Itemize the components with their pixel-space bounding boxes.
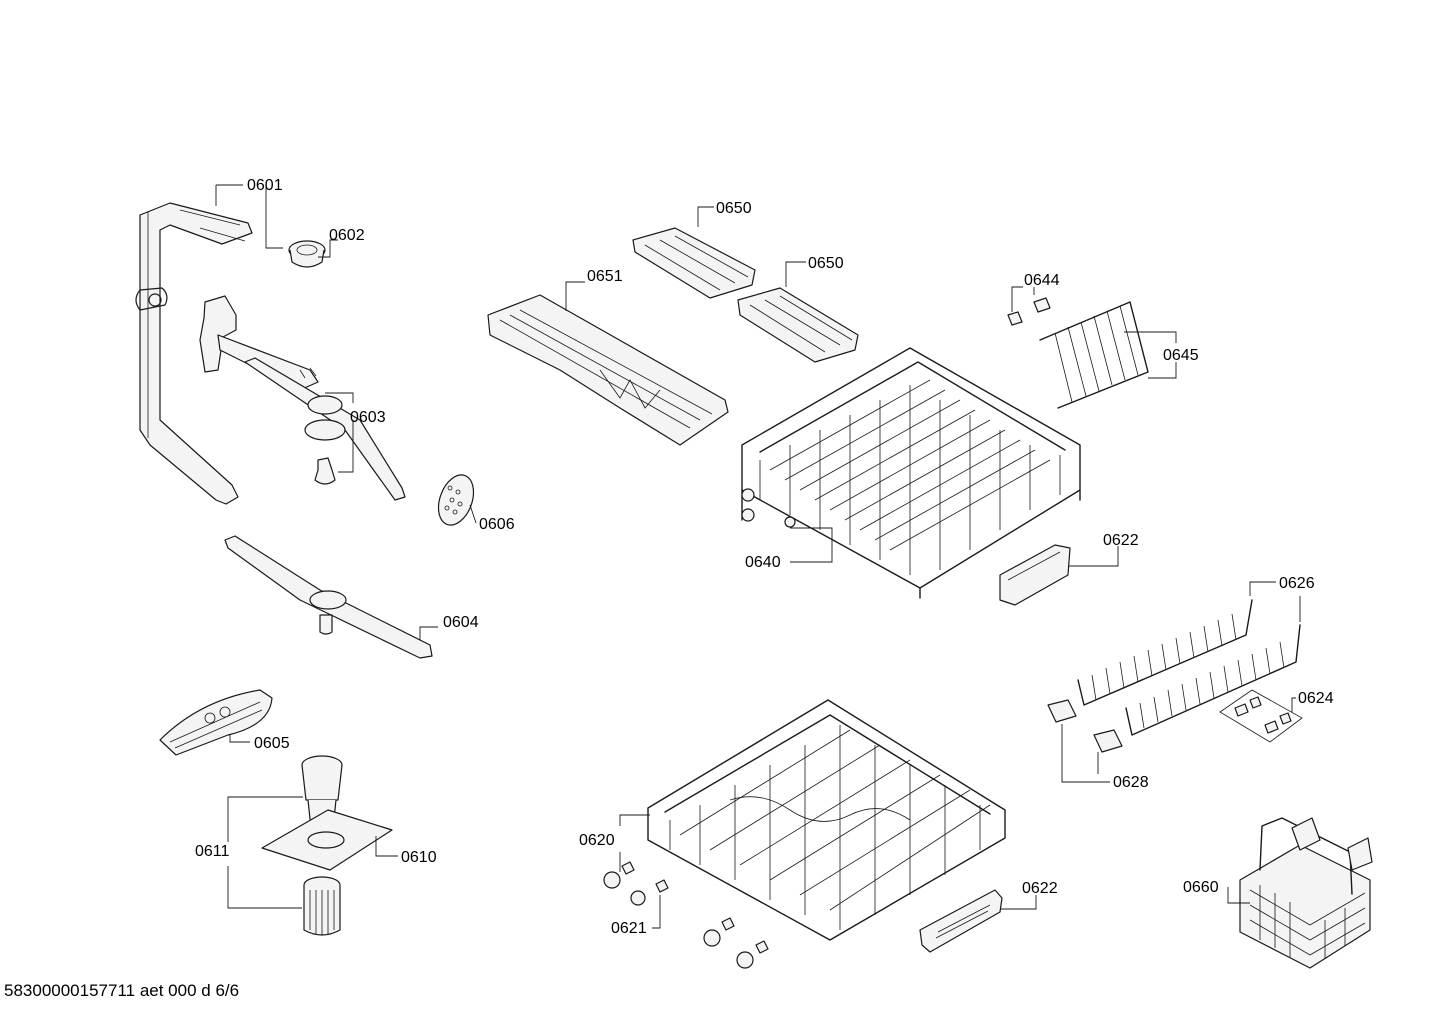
- callout-0622-a: 0622: [1068, 532, 1139, 567]
- callout-0660: 0660: [1183, 879, 1250, 904]
- document-id-footer: 58300000157711 aet 000 d 6/6: [4, 981, 240, 1000]
- callout-label-0606: 0606: [479, 516, 515, 533]
- callout-0624: 0624: [1291, 690, 1334, 712]
- callout-0640: 0640: [745, 527, 833, 571]
- upper-spray-arm: [199, 295, 406, 501]
- cup-shelf: [1039, 301, 1149, 409]
- callout-0651: 0651: [565, 268, 623, 311]
- basket-handle-upper: [999, 544, 1071, 606]
- callout-label-0651: 0651: [587, 268, 623, 285]
- rack-holders: [1047, 699, 1123, 753]
- callout-label-0626: 0626: [1279, 575, 1315, 592]
- cutlery-insert-1: [632, 227, 756, 299]
- callout-0603: 0603: [325, 392, 386, 473]
- folding-plate-racks: [1077, 599, 1301, 736]
- upper-basket: [741, 347, 1081, 599]
- callout-0626: 0626: [1249, 575, 1315, 622]
- callout-label-0628: 0628: [1113, 774, 1149, 791]
- callout-0620: 0620: [579, 814, 650, 872]
- callout-label-0621: 0621: [611, 920, 647, 937]
- cutlery-insert-2: [737, 287, 859, 363]
- cutlery-tray: [487, 294, 729, 446]
- callout-0602: 0602: [318, 227, 365, 258]
- callout-0601: 0601: [215, 177, 283, 249]
- basket-wheels: [603, 861, 769, 969]
- cutlery-basket: [1239, 817, 1373, 969]
- callout-label-0645: 0645: [1163, 347, 1199, 364]
- retaining-nut: [288, 240, 326, 268]
- callout-label-0605: 0605: [254, 735, 290, 752]
- callout-label-0660: 0660: [1183, 879, 1219, 896]
- callout-label-0640: 0640: [745, 554, 781, 571]
- callout-label-0644: 0644: [1024, 272, 1060, 289]
- callout-0610: 0610: [375, 836, 437, 866]
- callout-label-0610: 0610: [401, 849, 437, 866]
- callout-label-0622-a: 0622: [1103, 532, 1139, 549]
- callout-label-0611: 0611: [195, 843, 230, 860]
- callout-0611: 0611: [195, 796, 303, 909]
- callout-label-0604: 0604: [443, 614, 479, 631]
- callout-label-0601: 0601: [247, 177, 283, 194]
- spray-arm-supply-pipe: [135, 202, 253, 505]
- callout-0644: 0644: [1011, 272, 1060, 312]
- callout-0650-a: 0650: [697, 200, 752, 227]
- callout-0604: 0604: [419, 614, 479, 640]
- callout-label-0650-a: 0650: [716, 200, 752, 217]
- callout-label-0620: 0620: [579, 832, 615, 849]
- callout-label-0624: 0624: [1298, 690, 1334, 707]
- callout-label-0622-b: 0622: [1022, 880, 1058, 897]
- fine-filter-plate: [159, 689, 273, 756]
- filter-combination: [261, 755, 393, 936]
- callout-label-0603: 0603: [350, 409, 386, 426]
- callout-0606: 0606: [469, 504, 515, 533]
- callout-0621: 0621: [611, 895, 661, 937]
- basket-handle-lower: [919, 889, 1003, 953]
- callout-0645: 0645: [1124, 331, 1199, 379]
- callout-0628: 0628: [1061, 724, 1149, 791]
- filter-disc: [437, 474, 475, 526]
- callout-label-0650-b: 0650: [808, 255, 844, 272]
- callout-0605: 0605: [229, 735, 290, 752]
- callout-0622-b: 0622: [1000, 880, 1058, 910]
- callout-label-0602: 0602: [329, 227, 365, 244]
- rack-holder-clips: [1219, 689, 1303, 743]
- cup-shelf-clips: [1007, 297, 1051, 326]
- lower-spray-arm: [224, 535, 433, 659]
- callout-0650-b: 0650: [785, 255, 844, 287]
- lower-basket: [647, 699, 1006, 941]
